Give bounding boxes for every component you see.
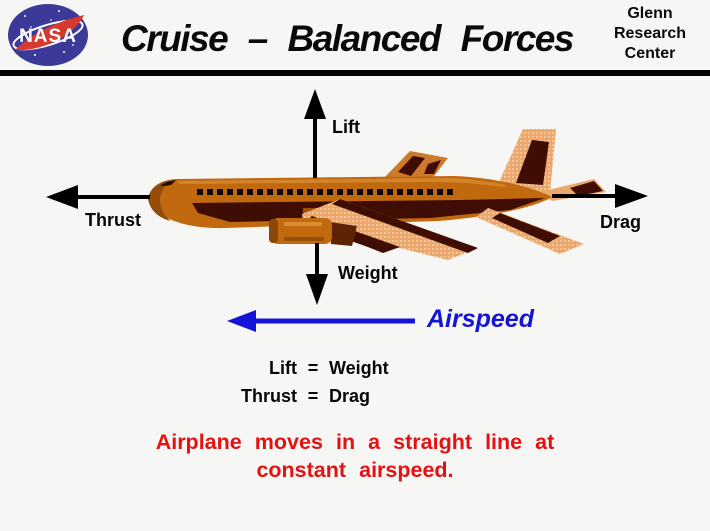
- org-line-2: Research: [613, 25, 687, 42]
- header-divider: [0, 70, 710, 76]
- page-title: Cruise – Balanced Forces: [121, 18, 574, 59]
- nasa-logo-text: NASA: [19, 26, 77, 47]
- equation-2-right: Drag: [329, 386, 371, 406]
- airspeed-label: Airspeed: [427, 305, 534, 333]
- airplane-illustration: [148, 129, 606, 260]
- balance-equations: Lift = Weight Thrust = Drag: [160, 354, 480, 410]
- lift-arrow: [304, 89, 326, 178]
- equation-2-sign: =: [307, 386, 319, 406]
- thrust-arrow: [46, 185, 150, 209]
- equation-1-left: Lift: [269, 358, 297, 378]
- caption-line-1: Airplane moves in a straight line at: [155, 430, 555, 454]
- drag-arrow: [552, 184, 648, 208]
- org-line-1: Glenn: [627, 5, 673, 22]
- nasa-logo: NASA: [8, 4, 88, 66]
- drag-label: Drag: [600, 212, 642, 232]
- org-name: Glenn Research Center: [594, 4, 706, 64]
- airspeed-arrow: [227, 310, 415, 332]
- equation-1-right: Weight: [329, 358, 389, 378]
- thrust-label: Thrust: [85, 210, 141, 230]
- weight-label: Weight: [338, 263, 398, 283]
- nasa-logo-orbit: [12, 19, 84, 51]
- nasa-logo-swoosh: [15, 15, 84, 51]
- equation-1-sign: =: [307, 358, 319, 378]
- caption-line-2: constant airspeed.: [256, 457, 454, 482]
- lift-label: Lift: [332, 117, 360, 137]
- org-line-3: Center: [624, 45, 676, 62]
- weight-arrow: [306, 243, 328, 305]
- airplane-windows: [197, 189, 453, 195]
- equation-2-left: Thrust: [241, 386, 297, 406]
- caption: Airplane moves in a straight line at con…: [0, 429, 710, 484]
